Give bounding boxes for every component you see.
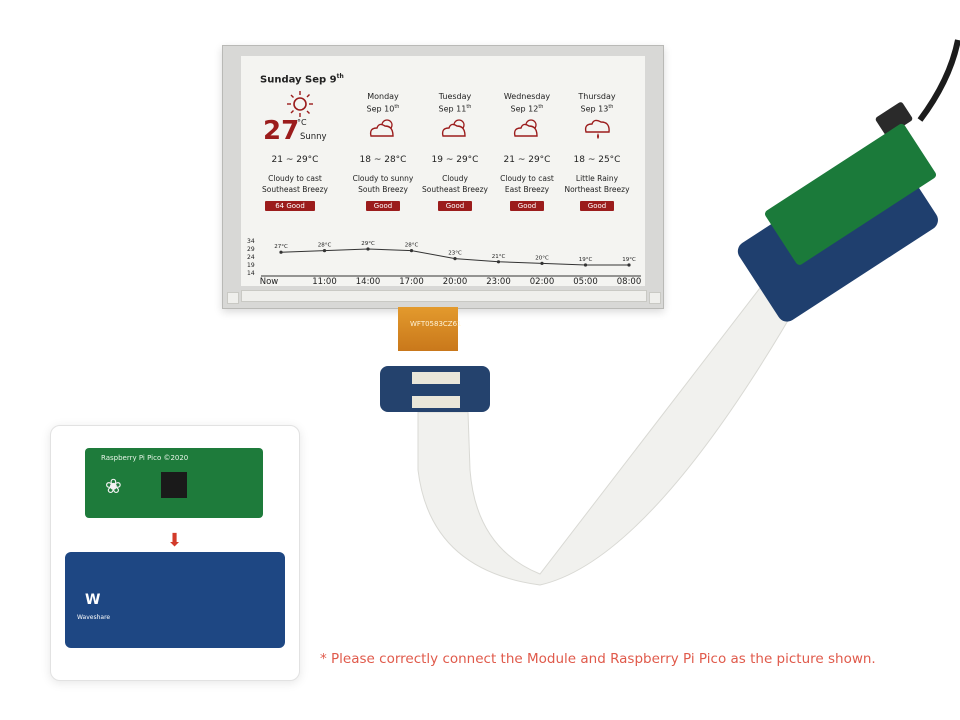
current-condition: Sunny: [300, 132, 327, 142]
temperature-point-label: 29°C: [361, 241, 375, 247]
forecast-aqi-badge: Good: [580, 201, 614, 211]
temperature-point: [583, 263, 588, 267]
forecast-day-label: Thursday Sep 13th: [578, 92, 616, 114]
forecast-aqi-badge: Good: [438, 201, 472, 211]
y-tick-label: 24: [247, 254, 255, 261]
y-tick-label: 34: [247, 238, 255, 245]
fpc-ribbon: [398, 307, 458, 351]
panel-mount-tab: [649, 292, 661, 304]
current-aqi-badge: 64 Good: [265, 201, 315, 211]
temperature-point: [366, 247, 370, 251]
fpc-connector: [412, 396, 460, 408]
current-range: 21 ~ 29°C: [271, 155, 319, 165]
partly-cloudy-icon: [513, 119, 538, 137]
arrow-down-icon: ⬇: [167, 530, 183, 551]
temperature-point: [496, 260, 501, 264]
forecast-range: 18 ~ 25°C: [573, 155, 621, 165]
temperature-point-label: 19°C: [579, 257, 593, 263]
partly-cloudy-icon: [369, 119, 394, 137]
forecast-aqi-badge: Good: [510, 201, 544, 211]
x-tick-label: 14:00: [356, 277, 381, 286]
temperature-point: [322, 249, 327, 253]
forecast-day-label: Wednesday Sep 12th: [503, 92, 551, 114]
temperature-point-label: 21°C: [492, 254, 506, 260]
sun-icon: [287, 91, 313, 117]
x-tick-label: 08:00: [617, 277, 642, 286]
assembly-inset: Raspberry Pi Pico ©2020 ❀ ⬇ W Waveshare: [50, 425, 300, 681]
fpc-ribbon-label: WFT0583CZ61: [410, 320, 462, 328]
y-tick-label: 29: [247, 246, 255, 253]
usb-cable: [917, 39, 960, 122]
temperature-point: [409, 249, 414, 253]
rain-cloud-icon: [584, 119, 610, 139]
x-tick-label: Now: [260, 277, 279, 286]
fpc-connector: [412, 372, 460, 384]
x-tick-label: 02:00: [530, 277, 555, 286]
x-tick-label: 23:00: [486, 277, 511, 286]
inset-pico-board: Raspberry Pi Pico ©2020 ❀: [85, 448, 263, 518]
hat-brand: Waveshare: [77, 614, 111, 621]
current-date: Sunday Sep 9th: [260, 73, 344, 86]
temperature-point: [627, 263, 631, 267]
epaper-panel: Sunday Sep 9th 27 °C Sunny 21 ~ 29°C Clo…: [222, 45, 664, 309]
x-tick-label: 20:00: [443, 277, 468, 286]
forecast-range: 21 ~ 29°C: [503, 155, 551, 165]
temperature-point: [540, 261, 544, 265]
temperature-point: [453, 257, 457, 261]
epaper-screen: Sunday Sep 9th 27 °C Sunny 21 ~ 29°C Clo…: [241, 56, 645, 286]
forecast-day-label: Monday Sep 10th: [366, 92, 400, 114]
panel-mount-tab: [227, 292, 239, 304]
inset-hat-board: W Waveshare: [65, 552, 285, 648]
forecast-range: 18 ~ 28°C: [359, 155, 407, 165]
raspberry-logo-icon: ❀: [105, 474, 122, 498]
y-tick-label: 19: [247, 262, 255, 269]
temperature-point-label: 23°C: [448, 251, 462, 257]
forecast-range: 19 ~ 29°C: [431, 155, 479, 165]
forecast-aqi-badge: Good: [366, 201, 400, 211]
usb-plug: [875, 102, 913, 136]
pico-silkscreen: Raspberry Pi Pico ©2020: [101, 454, 189, 462]
temperature-point: [279, 250, 283, 254]
x-tick-label: 05:00: [573, 277, 598, 286]
x-tick-label: 11:00: [312, 277, 337, 286]
temperature-point-label: 20°C: [535, 255, 549, 261]
temperature-point-label: 27°C: [274, 244, 288, 250]
temperature-point-label: 28°C: [318, 243, 332, 249]
panel-bezel-strip: [241, 290, 647, 302]
temperature-unit: °C: [297, 118, 307, 127]
waveshare-logo-icon: W: [85, 592, 101, 608]
x-tick-label: 17:00: [399, 277, 424, 286]
temperature-point-label: 19°C: [622, 257, 636, 263]
rp2040-chip: [161, 472, 187, 498]
forecast-day-label: Tuesday Sep 11th: [438, 92, 472, 114]
partly-cloudy-icon: [441, 119, 466, 137]
y-tick-label: 14: [247, 270, 255, 277]
temperature-point-label: 28°C: [405, 243, 419, 249]
current-temperature: 27: [263, 116, 300, 146]
connection-note: * Please correctly connect the Module an…: [320, 651, 876, 667]
